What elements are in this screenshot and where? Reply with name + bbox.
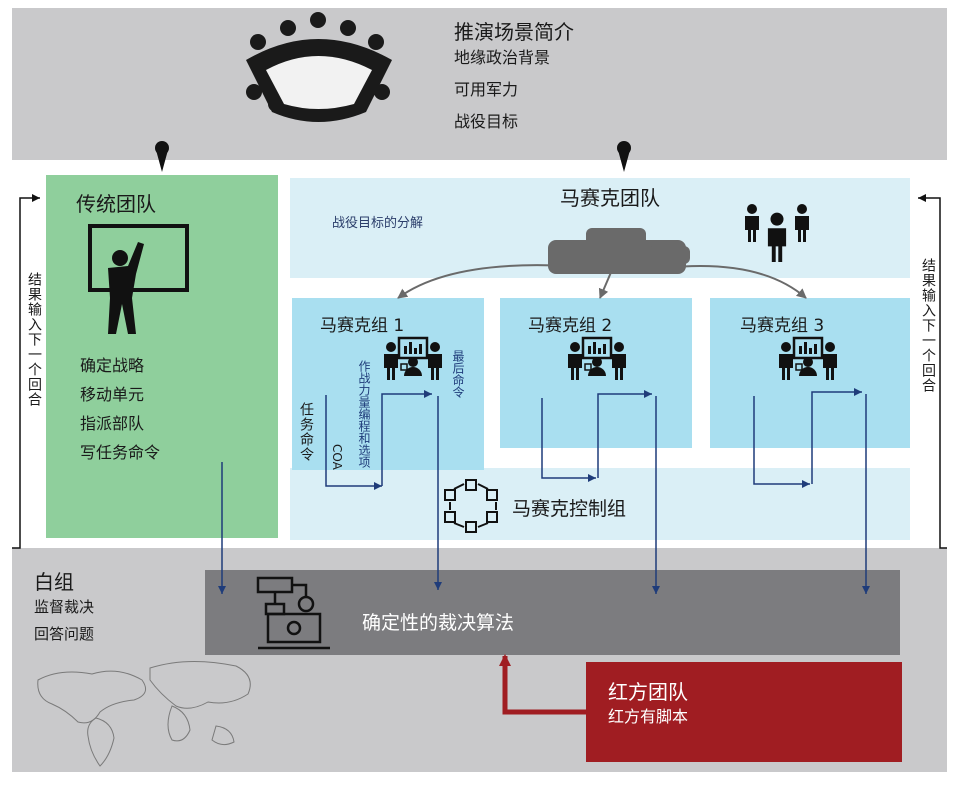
- traditional-item: 指派部队: [80, 414, 145, 433]
- adjudication-label: 确定性的裁决算法: [362, 612, 515, 634]
- teacher-whiteboard-icon: [88, 224, 189, 334]
- feedback-label-right: 结果输入下一个回合: [920, 258, 936, 393]
- cloud-arrow-2: [598, 269, 613, 299]
- traditional-team-title: 传统团队: [76, 192, 156, 216]
- control-group-label: 马赛克控制组: [512, 498, 627, 520]
- scenario-title: 推演场景简介: [454, 20, 574, 44]
- flowchart-laptop-icon: [256, 576, 330, 650]
- feedback-label-left: 结果输入下一个回合: [26, 272, 42, 407]
- team-icon-1: [384, 338, 442, 380]
- traditional-item: 写任务命令: [80, 443, 161, 462]
- group2-flow-arrows: [541, 390, 660, 594]
- conference-table-icon: [246, 12, 392, 122]
- team-icon-3: [779, 338, 837, 380]
- world-map-icon: [37, 661, 251, 767]
- red-team-subtitle: 红方有脚本: [608, 707, 689, 726]
- mosaic-group-3-title: 马赛克组 3: [740, 316, 825, 336]
- mosaic-team-title: 马赛克团队: [560, 186, 660, 210]
- team-icon-2: [568, 338, 626, 380]
- cloud-arrow-3: [663, 265, 807, 299]
- red-team-title: 红方团队: [608, 680, 688, 704]
- scenario-item: 战役目标: [454, 112, 519, 131]
- red-team-arrow: [499, 654, 586, 715]
- pin-marker-mosaic: [617, 141, 631, 172]
- traditional-team-panel: [46, 175, 278, 538]
- mission-order-label: 任务命令: [298, 402, 314, 462]
- decomposition-label: 战役目标的分解: [332, 216, 424, 231]
- feedback-arrow-left: [12, 194, 40, 549]
- group3-flow-arrows: [753, 388, 870, 594]
- scenario-item: 地缘政治背景: [454, 48, 551, 67]
- cloud-icon: [548, 228, 690, 274]
- scenario-item: 可用军力: [454, 80, 519, 99]
- feedback-arrow-right: [918, 194, 947, 549]
- people-group-icon: [745, 204, 809, 262]
- white-team-title: 白组: [34, 570, 74, 594]
- cloud-arrow-1: [397, 264, 569, 299]
- force-allocation-label: 作战力量编程和选项: [357, 360, 371, 468]
- mosaic-group-1-cell: [292, 298, 484, 470]
- mosaic-group-2-title: 马赛克组 2: [528, 316, 613, 336]
- white-team-item: 监督裁决: [34, 598, 95, 616]
- traditional-item: 确定战略: [80, 356, 145, 375]
- mosaic-group-1-title: 马赛克组 1: [320, 316, 405, 336]
- group1-flow-arrows: [325, 390, 442, 590]
- traditional-item: 移动单元: [80, 385, 145, 404]
- control-cycle-icon: [444, 479, 498, 533]
- red-team-box: [586, 662, 902, 762]
- scenario-panel: [12, 8, 947, 160]
- coa-label: COA: [330, 444, 344, 470]
- white-team-item: 回答问题: [34, 625, 95, 643]
- pin-marker-traditional: [155, 141, 169, 172]
- final-order-label: 最后命令: [451, 350, 465, 398]
